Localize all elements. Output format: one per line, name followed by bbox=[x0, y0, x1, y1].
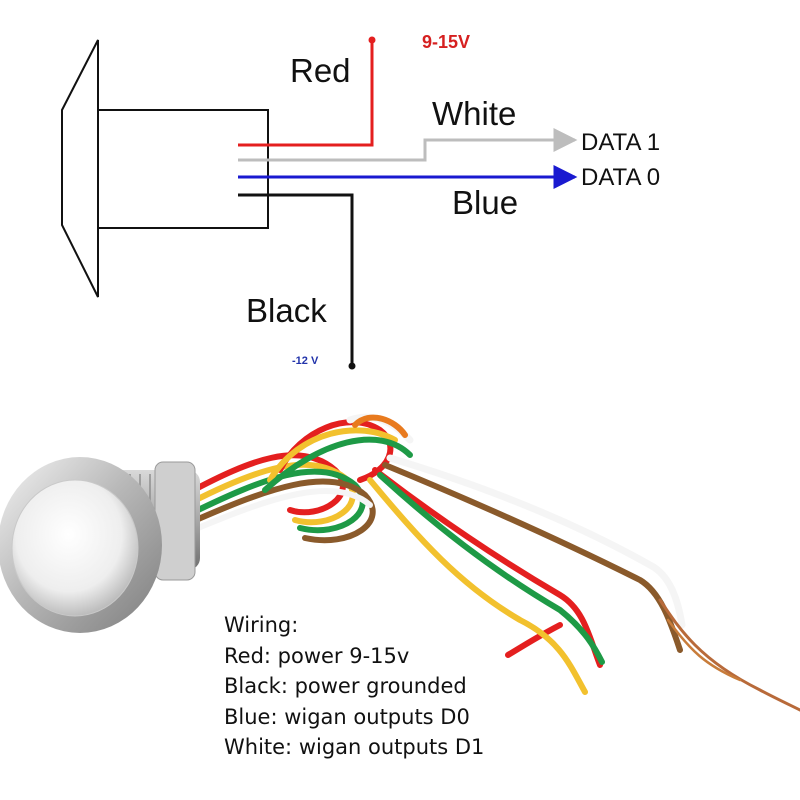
voltage-bottom-label: -12 V bbox=[292, 355, 319, 367]
wiring-note-line: Black: power grounded bbox=[224, 674, 467, 698]
red-wire-label: Red bbox=[290, 52, 351, 89]
black-wire-line bbox=[238, 193, 354, 366]
wiring-notes-title: Wiring: bbox=[224, 613, 299, 637]
blue-wire-label: Blue bbox=[452, 184, 518, 221]
switch-nut bbox=[154, 461, 196, 581]
white-wire-label: White bbox=[432, 95, 516, 132]
switch-schematic bbox=[61, 39, 269, 298]
black-wire-terminal bbox=[348, 362, 356, 370]
wiring-notes: Wiring: Red: power 9-15v Black: power gr… bbox=[224, 610, 554, 763]
data0-output-label: DATA 0 bbox=[581, 164, 660, 191]
red-wire-line bbox=[238, 40, 374, 147]
data1-output-label: DATA 1 bbox=[581, 129, 660, 156]
wire-lines bbox=[238, 36, 578, 370]
switch-body-outline bbox=[97, 109, 269, 229]
switch-head-outline bbox=[61, 39, 99, 298]
red-wire-terminal bbox=[368, 36, 376, 44]
wiring-note-line: White: wigan outputs D1 bbox=[224, 735, 485, 759]
wiring-note-line: Red: power 9-15v bbox=[224, 643, 410, 668]
switch-cap bbox=[11, 479, 139, 617]
wiring-note-line: Blue: wigan outputs D0 bbox=[224, 704, 470, 729]
black-wire-label: Black bbox=[246, 292, 327, 329]
button-switch-illustration bbox=[0, 413, 800, 712]
voltage-top-label: 9-15V bbox=[422, 32, 470, 52]
white-wire-line bbox=[238, 128, 578, 162]
